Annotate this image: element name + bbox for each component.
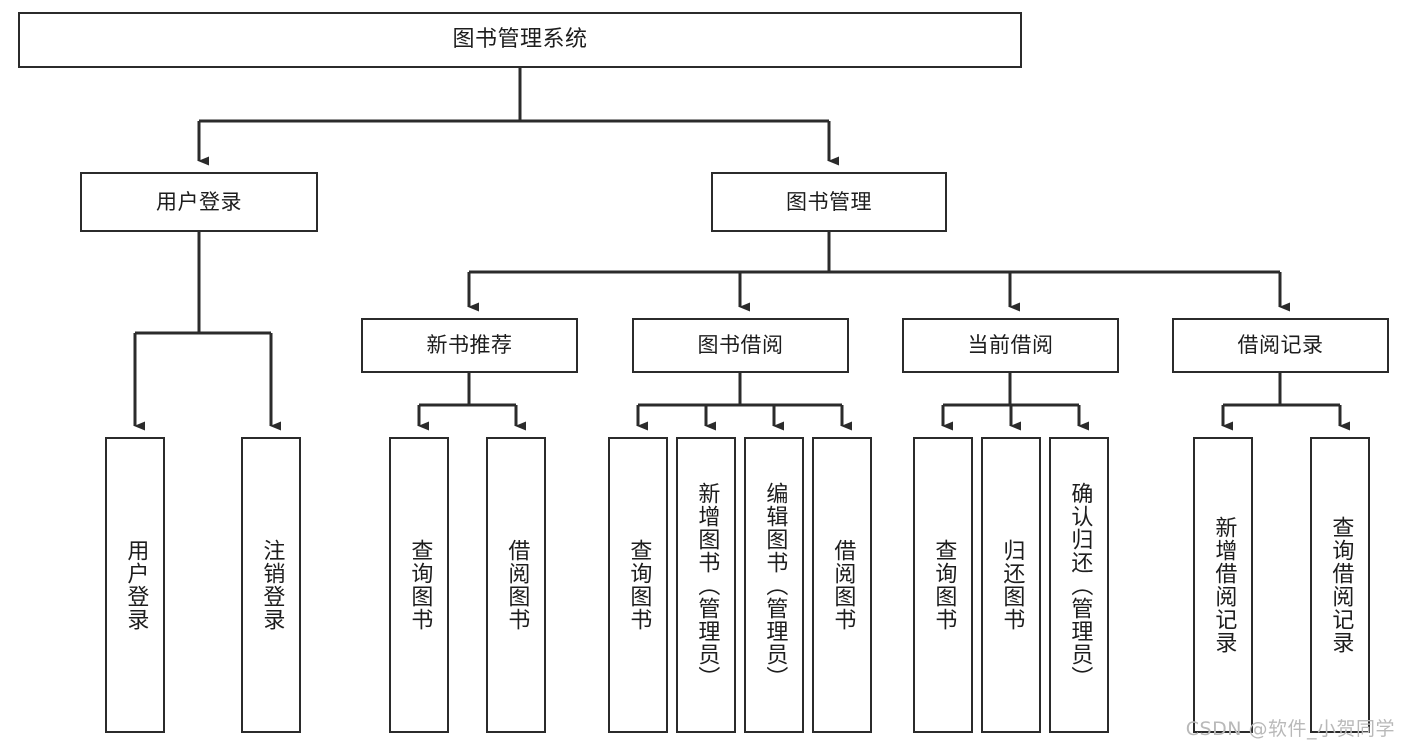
node-leaf-edit-book[interactable]: 编辑图书（管理员） <box>744 437 804 733</box>
node-root[interactable]: 图书管理系统 <box>18 12 1022 68</box>
node-leaf-user-logout-label: 注销登录 <box>259 539 285 631</box>
node-leaf-query-borrow-record[interactable]: 查询借阅记录 <box>1310 437 1370 733</box>
node-leaf-edit-book-label: 编辑图书（管理员） <box>762 481 788 689</box>
node-leaf-query-book-1[interactable]: 查询图书 <box>389 437 449 733</box>
node-new-book-recommend-label: 新书推荐 <box>426 333 513 358</box>
node-book-manage-label: 图书管理 <box>786 189 872 214</box>
node-leaf-add-book[interactable]: 新增图书（管理员） <box>676 437 736 733</box>
node-leaf-query-book-2-label: 查询图书 <box>626 539 652 631</box>
node-current-borrow-label: 当前借阅 <box>967 333 1054 358</box>
node-user-login[interactable]: 用户登录 <box>80 172 318 232</box>
node-user-login-label: 用户登录 <box>156 189 242 214</box>
node-leaf-query-book-1-label: 查询图书 <box>407 539 433 631</box>
node-leaf-user-login[interactable]: 用户登录 <box>105 437 165 733</box>
node-leaf-query-book-3-label: 查询图书 <box>931 539 957 631</box>
node-leaf-confirm-return[interactable]: 确认归还（管理员） <box>1049 437 1109 733</box>
node-borrow-record-label: 借阅记录 <box>1237 333 1324 358</box>
node-leaf-add-borrow-record-label: 新增借阅记录 <box>1211 516 1237 654</box>
node-leaf-query-book-2[interactable]: 查询图书 <box>608 437 668 733</box>
node-new-book-recommend[interactable]: 新书推荐 <box>361 318 578 373</box>
node-leaf-borrow-book-2[interactable]: 借阅图书 <box>812 437 872 733</box>
node-leaf-confirm-return-label: 确认归还（管理员） <box>1067 481 1093 689</box>
node-leaf-return-book-label: 归还图书 <box>999 539 1025 631</box>
node-leaf-borrow-book-1-label: 借阅图书 <box>504 539 530 631</box>
node-book-manage[interactable]: 图书管理 <box>711 172 947 232</box>
node-book-borrow[interactable]: 图书借阅 <box>632 318 849 373</box>
edges-group <box>133 68 1350 431</box>
node-leaf-return-book[interactable]: 归还图书 <box>981 437 1041 733</box>
node-leaf-add-book-label: 新增图书（管理员） <box>694 481 720 689</box>
node-leaf-user-logout[interactable]: 注销登录 <box>241 437 301 733</box>
node-book-borrow-label: 图书借阅 <box>697 333 784 358</box>
node-leaf-borrow-book-1[interactable]: 借阅图书 <box>486 437 546 733</box>
node-borrow-record[interactable]: 借阅记录 <box>1172 318 1389 373</box>
node-leaf-query-book-3[interactable]: 查询图书 <box>913 437 973 733</box>
node-leaf-user-login-label: 用户登录 <box>123 539 149 631</box>
node-leaf-add-borrow-record[interactable]: 新增借阅记录 <box>1193 437 1253 733</box>
node-leaf-borrow-book-2-label: 借阅图书 <box>830 539 856 631</box>
node-root-label: 图书管理系统 <box>452 27 588 53</box>
node-leaf-query-borrow-record-label: 查询借阅记录 <box>1328 516 1354 654</box>
node-current-borrow[interactable]: 当前借阅 <box>902 318 1119 373</box>
